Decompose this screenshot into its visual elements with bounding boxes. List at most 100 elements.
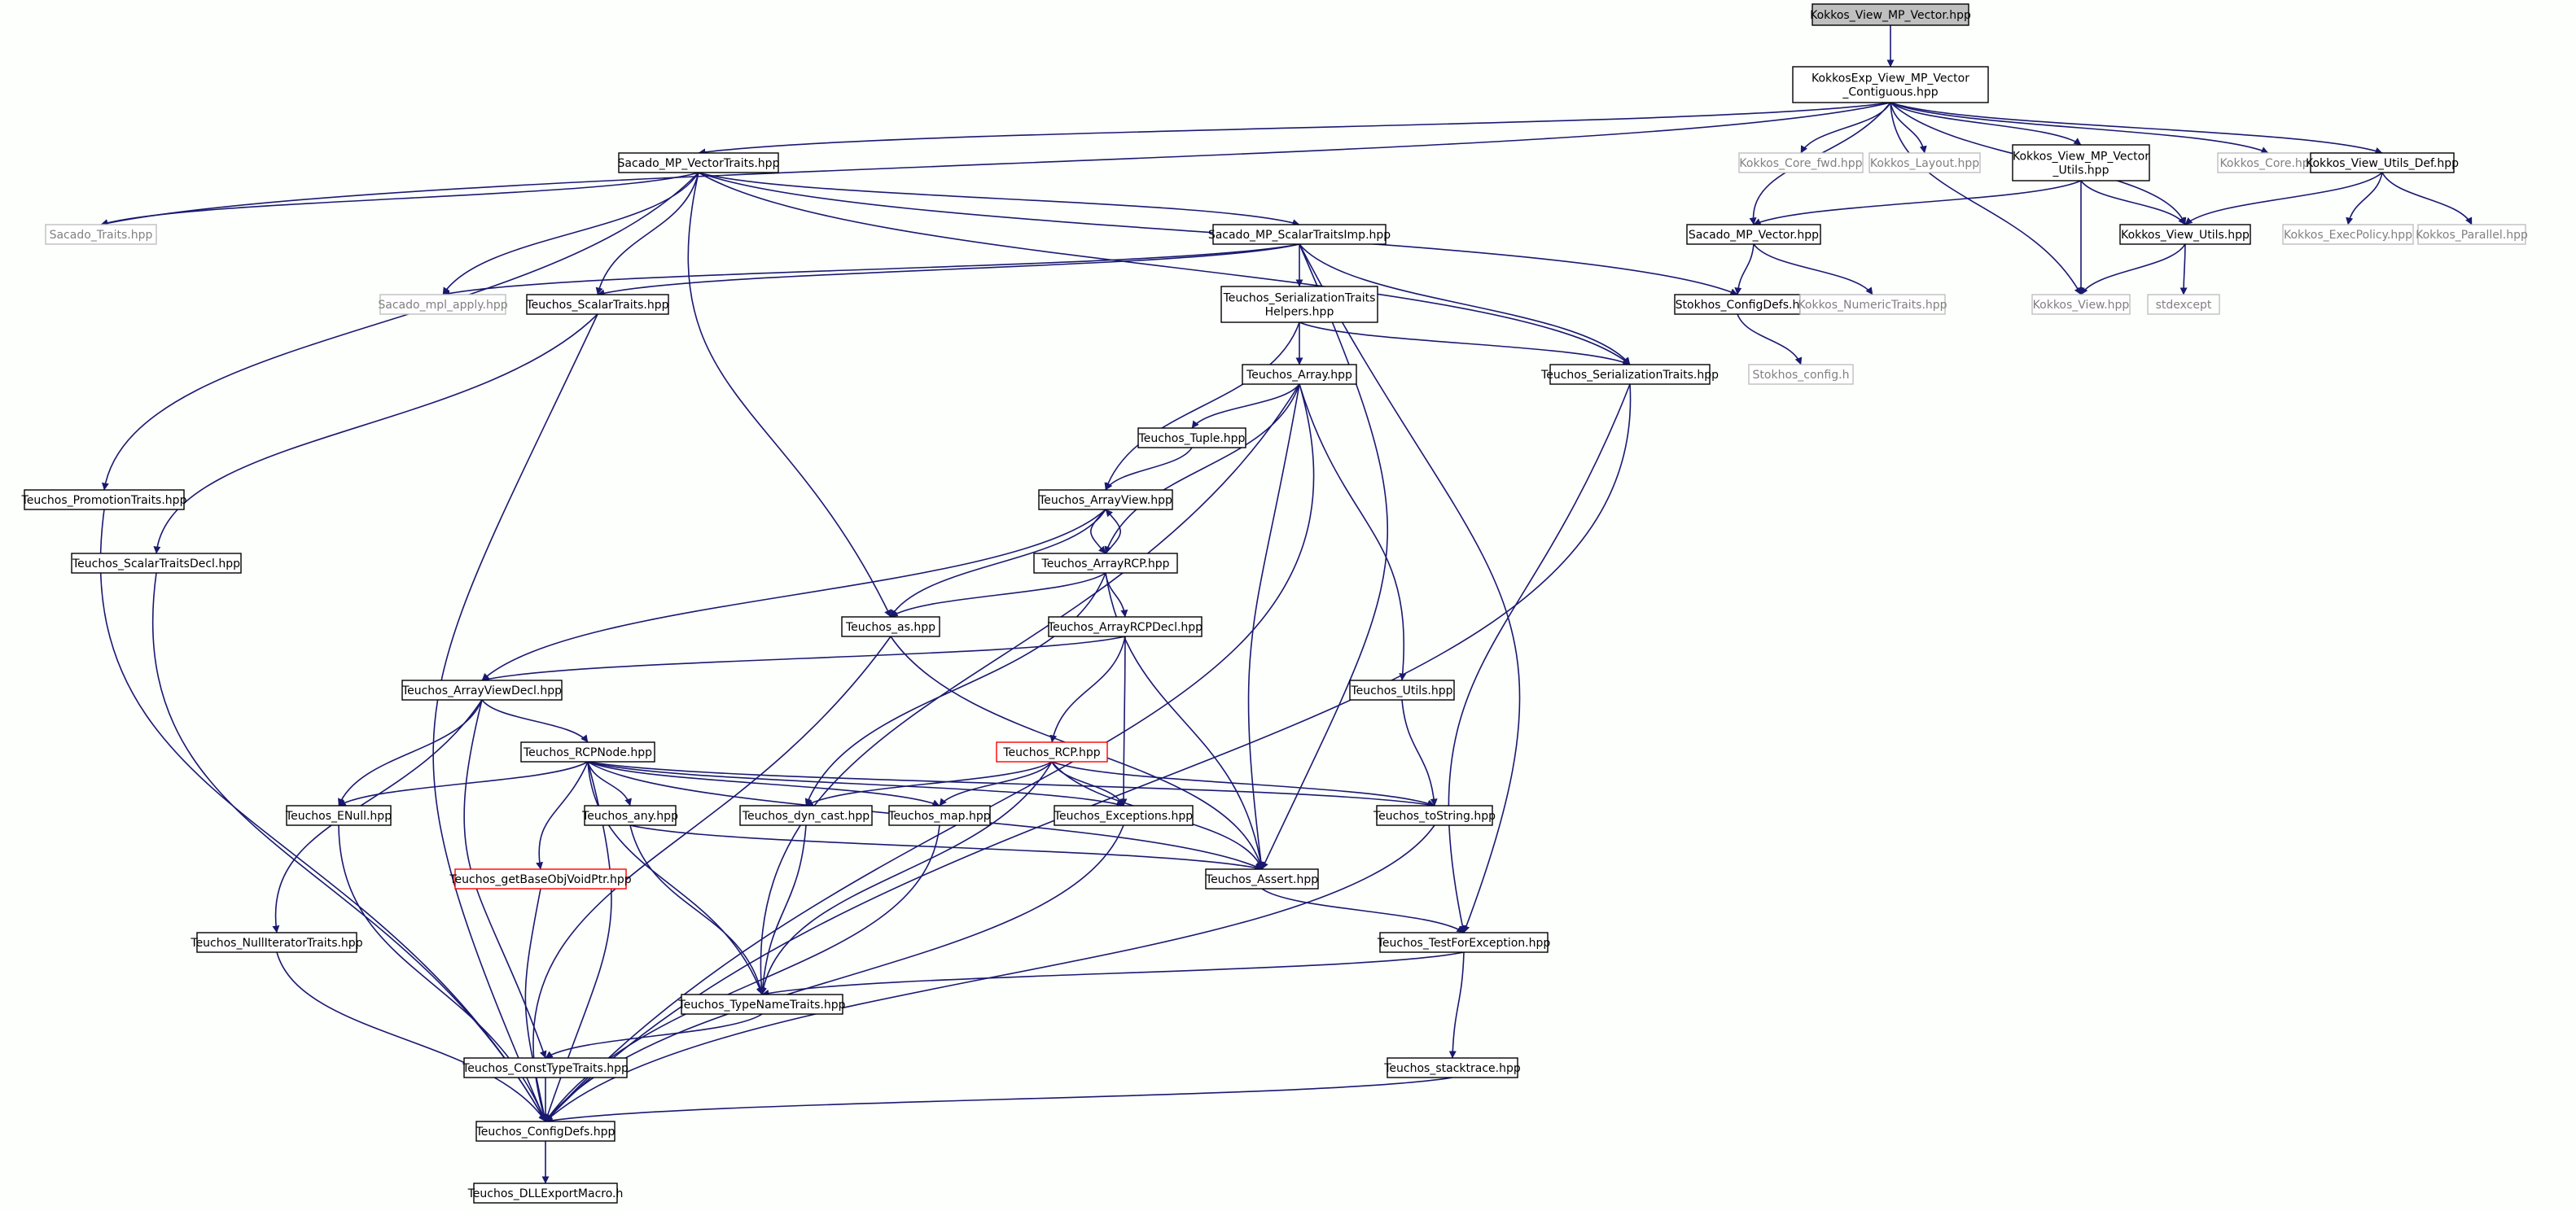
node-label: Kokkos_NumericTraits.hpp bbox=[1798, 299, 1947, 312]
node-box bbox=[1048, 616, 1203, 637]
graph-node-tst[interactable]: Teuchos_ScalarTraits.hpp bbox=[525, 294, 669, 315]
node-box bbox=[1738, 152, 1864, 173]
graph-node-tenull[interactable]: Teuchos_ENull.hpp bbox=[285, 805, 392, 826]
dependency-edge-tav-to-trcp_a bbox=[1090, 509, 1106, 554]
dependency-edge-trcp_a-to-tas bbox=[890, 572, 1106, 618]
graph-node-stdex: stdexcept bbox=[2147, 294, 2220, 315]
graph-node-tts[interactable]: Teuchos_toString.hpp bbox=[1373, 805, 1496, 826]
graph-node-tstd[interactable]: Teuchos_ScalarTraitsDecl.hpp bbox=[71, 553, 242, 574]
dependency-edge-tser-to-ttfe bbox=[1448, 383, 1631, 933]
graph-node-trcpn[interactable]: Teuchos_RCPNode.hpp bbox=[520, 741, 655, 763]
node-label: Kokkos_View_Utils.hpp bbox=[2121, 229, 2250, 242]
node-box bbox=[196, 932, 357, 953]
graph-node-tdyn[interactable]: Teuchos_dyn_cast.hpp bbox=[739, 805, 873, 826]
node-label: Teuchos_ConstTypeTraits.hpp bbox=[462, 1062, 629, 1075]
node-label: Teuchos_ArrayRCPDecl.hpp bbox=[1047, 621, 1203, 634]
node-box bbox=[2310, 152, 2455, 173]
node-box bbox=[454, 868, 627, 890]
graph-node-smpv[interactable]: Sacado_MP_Vector.hpp bbox=[1686, 224, 1821, 245]
node-label: Teuchos_ScalarTraitsDecl.hpp bbox=[72, 557, 240, 571]
node-label: Teuchos_ArrayRCP.hpp bbox=[1041, 557, 1170, 571]
node-box bbox=[1792, 66, 1989, 103]
graph-node-kcore: Kokkos_Core.hpp bbox=[2217, 152, 2320, 173]
graph-node-kexp[interactable]: KokkosExp_View_MP_Vector_Contiguous.hpp bbox=[1792, 66, 1989, 103]
dependency-edge-tas-to-tcd bbox=[532, 636, 892, 1122]
graph-node-kvu[interactable]: Kokkos_View_Utils.hpp bbox=[2119, 224, 2251, 245]
graph-node-tser[interactable]: Teuchos_SerializationTraits.hpp bbox=[1540, 364, 1719, 385]
node-label: Teuchos_RCPNode.hpp bbox=[523, 746, 652, 759]
node-box bbox=[286, 805, 392, 826]
dependency-edge-kexp-to-kvmpu bbox=[1890, 102, 2082, 146]
graph-node-tcd[interactable]: Teuchos_ConfigDefs.hpp bbox=[475, 1121, 616, 1142]
dependency-edge-ttfe-to-ttnt bbox=[761, 951, 1465, 997]
graph-node-tassert[interactable]: Teuchos_Assert.hpp bbox=[1205, 868, 1319, 890]
graph-node-ttfe[interactable]: Teuchos_TestForException.hpp bbox=[1377, 932, 1551, 953]
node-label: Sacado_MP_ScalarTraitsImp.hpp bbox=[1208, 229, 1391, 242]
graph-node-sctr: Sacado_Traits.hpp bbox=[45, 224, 157, 245]
node-label: Teuchos_RCP.hpp bbox=[1002, 746, 1100, 759]
graph-node-tav[interactable]: Teuchos_ArrayView.hpp bbox=[1038, 489, 1173, 510]
graph-node-kvud[interactable]: Kokkos_View_Utils_Def.hpp bbox=[2306, 152, 2459, 173]
dependency-edge-tst-to-tcd bbox=[432, 313, 598, 1122]
node-box bbox=[526, 294, 669, 315]
graph-node-tnit[interactable]: Teuchos_NullIteratorTraits.hpp bbox=[190, 932, 363, 953]
dependency-edge-smvt-to-tas bbox=[687, 172, 892, 618]
node-label: Teuchos_Tuple.hpp bbox=[1138, 432, 1246, 445]
dependency-edge-kvud-to-kpar bbox=[2381, 172, 2473, 225]
node-box bbox=[1242, 364, 1357, 385]
graph-node-tpt[interactable]: Teuchos_PromotionTraits.hpp bbox=[21, 489, 187, 510]
node-box bbox=[520, 741, 655, 763]
graph-node-tany[interactable]: Teuchos_any.hpp bbox=[581, 805, 678, 826]
graph-node-smsti[interactable]: Sacado_MP_ScalarTraitsImp.hpp bbox=[1208, 224, 1391, 245]
graph-node-smvt[interactable]: Sacado_MP_VectorTraits.hpp bbox=[618, 152, 780, 173]
dependency-edge-smpv-to-knt bbox=[1753, 243, 1873, 295]
graph-node-tarr[interactable]: Teuchos_Array.hpp bbox=[1242, 364, 1357, 385]
node-box bbox=[475, 1121, 616, 1142]
node-label: Teuchos_Exceptions.hpp bbox=[1054, 810, 1193, 823]
dependency-edge-smsti-to-tser bbox=[1299, 243, 1631, 365]
node-box bbox=[739, 805, 873, 826]
node-box bbox=[1205, 868, 1319, 890]
graph-node-trcp[interactable]: Teuchos_RCP.hpp bbox=[996, 741, 1108, 763]
graph-node-ttup[interactable]: Teuchos_Tuple.hpp bbox=[1137, 427, 1246, 448]
dependency-edge-scd-to-skcfg bbox=[1737, 313, 1803, 365]
graph-node-tmap[interactable]: Teuchos_map.hpp bbox=[887, 805, 991, 826]
node-label: Teuchos_PromotionTraits.hpp bbox=[21, 494, 187, 507]
graph-node-tarcpd[interactable]: Teuchos_ArrayRCPDecl.hpp bbox=[1047, 616, 1203, 637]
dependency-edge-smsti-to-ttfe bbox=[1299, 243, 1521, 933]
node-label: Stokhos_config.h bbox=[1753, 369, 1850, 382]
graph-node-kpar: Kokkos_Parallel.hpp bbox=[2416, 224, 2528, 245]
dependency-edge-smvt-to-smsti bbox=[698, 172, 1300, 226]
dependency-edge-kvu-to-kview bbox=[2080, 243, 2186, 295]
node-box bbox=[1387, 1057, 1518, 1078]
graph-node-tavd[interactable]: Teuchos_ArrayViewDecl.hpp bbox=[401, 680, 563, 701]
graph-node-knt: Kokkos_NumericTraits.hpp bbox=[1798, 294, 1947, 315]
graph-node-tdll[interactable]: Teuchos_DLLExportMacro.h bbox=[467, 1183, 624, 1204]
graph-node-trcp_a[interactable]: Teuchos_ArrayRCP.hpp bbox=[1033, 553, 1178, 574]
graph-node-tgbo[interactable]: Teuchos_getBaseObjVoidPtr.hpp bbox=[449, 868, 632, 890]
graph-node-root[interactable]: Kokkos_View_MP_Vector.hpp bbox=[1810, 3, 1971, 26]
graph-node-kvmpu[interactable]: Kokkos_View_MP_Vector_Utils.hpp bbox=[2012, 144, 2150, 181]
graph-node-tctt[interactable]: Teuchos_ConstTypeTraits.hpp bbox=[462, 1057, 629, 1078]
node-box bbox=[1054, 805, 1194, 826]
graph-node-kexec: Kokkos_ExecPolicy.hpp bbox=[2282, 224, 2414, 245]
dependency-edge-kexp-to-kvud bbox=[1890, 102, 2383, 155]
graph-node-tstack[interactable]: Teuchos_stacktrace.hpp bbox=[1383, 1057, 1521, 1078]
graph-node-scd[interactable]: Stokhos_ConfigDefs.h bbox=[1674, 294, 1801, 315]
dependency-edge-ttup-to-tav bbox=[1105, 447, 1193, 491]
dependency-edge-kexp-to-smvt bbox=[698, 102, 1891, 156]
graph-node-tutil[interactable]: Teuchos_Utils.hpp bbox=[1349, 680, 1455, 701]
node-box bbox=[1674, 294, 1801, 315]
dependency-edge-tarr-to-tassert bbox=[1247, 383, 1300, 870]
node-label: Kokkos_ExecPolicy.hpp bbox=[2284, 229, 2412, 242]
graph-node-tas[interactable]: Teuchos_as.hpp bbox=[841, 616, 940, 637]
dependency-edge-trcp-to-tts bbox=[1051, 761, 1435, 807]
node-label: Kokkos_Parallel.hpp bbox=[2416, 229, 2528, 242]
node-box bbox=[681, 994, 843, 1015]
node-box bbox=[1376, 805, 1493, 826]
node-label: Teuchos_ArrayView.hpp bbox=[1038, 494, 1172, 507]
graph-node-ttnt[interactable]: Teuchos_TypeNameTraits.hpp bbox=[677, 994, 846, 1015]
graph-node-texc[interactable]: Teuchos_Exceptions.hpp bbox=[1054, 805, 1194, 826]
dependency-edge-tavd-to-trcpn bbox=[481, 699, 589, 743]
